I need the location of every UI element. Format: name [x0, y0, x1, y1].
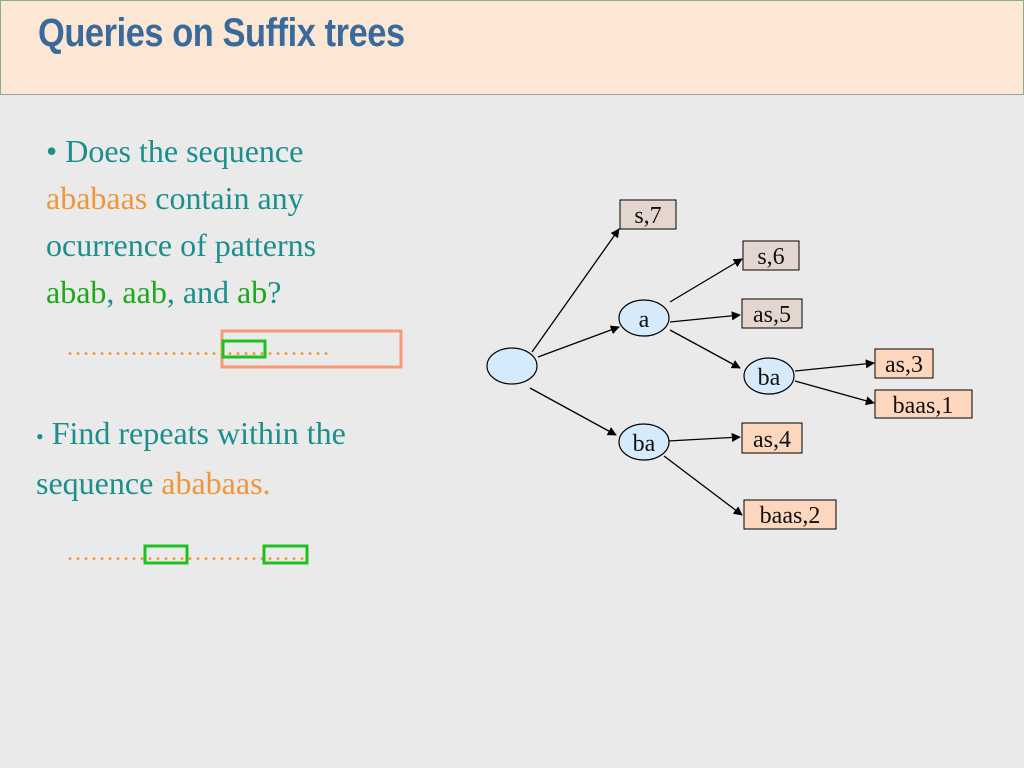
highlight-box-orange — [220, 329, 403, 369]
page-title: Queries on Suffix trees — [38, 11, 405, 55]
node-a-label: a — [639, 307, 650, 333]
node-a — [618, 299, 670, 337]
sequence-highlight-2: ababaas. — [161, 465, 271, 501]
and-text: , and — [166, 274, 230, 310]
comma: , — [106, 274, 115, 310]
node-a-ba — [743, 357, 795, 395]
question-1-text-b: contain any ocurrence of patterns — [46, 180, 317, 263]
leaf-s6 — [742, 240, 800, 271]
repeat-box-2 — [262, 544, 309, 565]
leaf-baas1 — [874, 389, 973, 419]
edge-a-ba — [669, 329, 741, 369]
edge-ba-as3 — [794, 359, 875, 372]
leaf-baas2-label: baas,2 — [760, 503, 821, 529]
leaf-as4-label: as,4 — [753, 427, 791, 453]
leaf-s7 — [619, 199, 677, 230]
leaf-as5 — [741, 298, 803, 329]
edge-root-s7 — [531, 228, 620, 353]
edge-ba-baas1 — [794, 380, 875, 406]
highlight-box-green — [221, 339, 267, 359]
title-bar: Queries on Suffix trees — [0, 0, 1024, 95]
leaf-as5-label: as,5 — [753, 302, 791, 328]
leaf-baas2 — [743, 499, 837, 530]
leaf-as4 — [741, 422, 803, 454]
bullet: • — [36, 424, 44, 449]
question-2-text: Find repeats within the sequence — [36, 415, 346, 501]
question-mark: ? — [267, 274, 282, 310]
leaf-s6-label: s,6 — [757, 244, 784, 270]
question-1-text-a: Does the sequence — [65, 133, 304, 169]
edge-root-a — [537, 325, 620, 358]
dots-row-1: …………………………… — [66, 335, 330, 361]
pattern-ab: ab — [237, 274, 268, 310]
question-1: • Does the sequence ababaas contain any … — [46, 128, 426, 316]
node-ba — [618, 423, 670, 461]
leaf-as3-label: as,3 — [885, 352, 923, 378]
sequence-highlight: ababaas — [46, 180, 148, 216]
edge-a-s6 — [669, 258, 743, 303]
node-a-ba-label: ba — [758, 365, 781, 391]
leaf-as3 — [874, 348, 934, 379]
edge-root-ba — [529, 387, 617, 436]
edge-ba-as4 — [667, 432, 741, 442]
pattern-aab: aab — [122, 274, 167, 310]
leaf-s7-label: s,7 — [634, 203, 661, 229]
bullet: • — [46, 133, 58, 169]
question-2: • Find repeats within the sequence ababa… — [36, 410, 446, 507]
leaf-baas1-label: baas,1 — [893, 393, 954, 419]
root-node — [486, 347, 538, 385]
edge-a-as5 — [669, 311, 741, 323]
repeat-box-1 — [143, 544, 189, 565]
pattern-abab: abab — [46, 274, 107, 310]
edge-ba-baas2 — [663, 455, 743, 516]
node-ba-label: ba — [633, 431, 656, 457]
